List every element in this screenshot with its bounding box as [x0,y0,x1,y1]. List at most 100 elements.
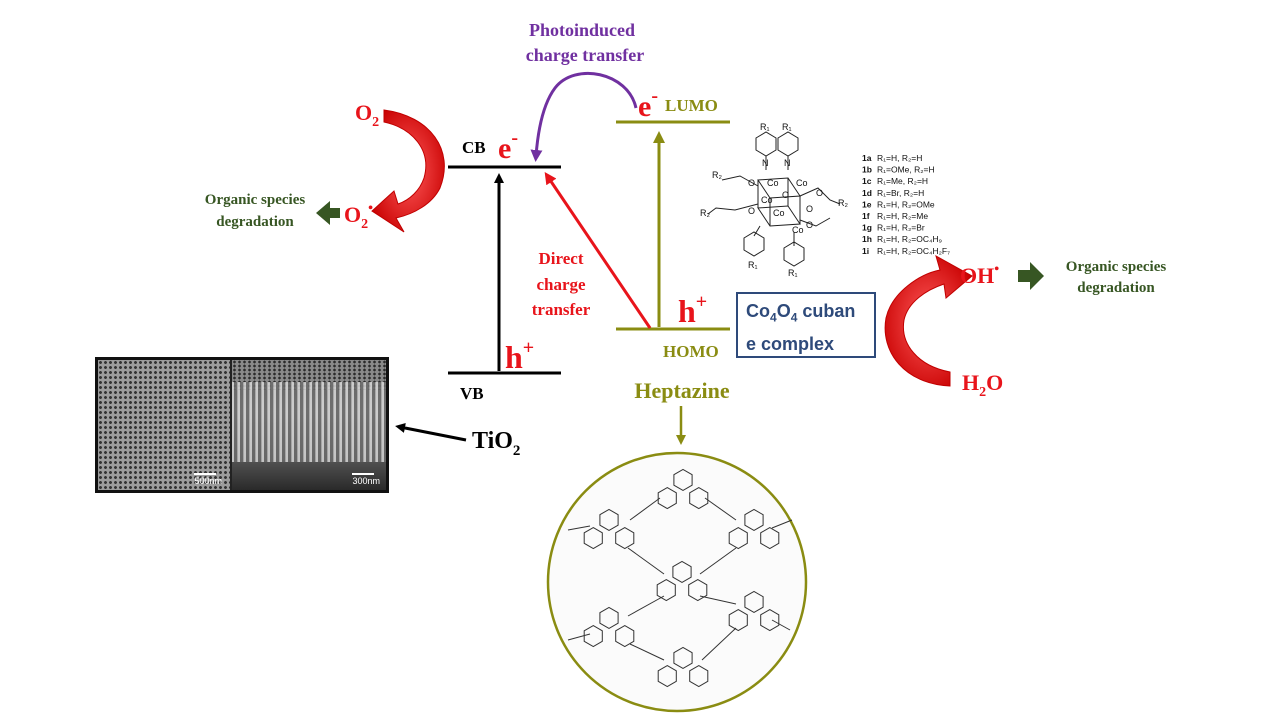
o2-label: O2 [355,100,379,130]
heptazine-ring [672,560,692,583]
tio2-sem-image: 500nm 300nm [95,357,389,493]
heptazine-ring [760,527,780,550]
sem-top-view: 500nm [98,360,230,490]
sem-side-view: 300nm [232,360,386,490]
organic-right-line1: Organic species [1066,259,1167,275]
structure-r2-bottom: R₂ [700,208,710,218]
structure-o-4: O [806,204,813,214]
complex-id-1e: 1e [862,199,872,209]
heptazine-network [567,468,793,688]
lumo-label: LUMO [665,96,718,115]
heptazine-ring [599,606,619,629]
complex-substituents-1h: R₁=H, R₂=OC₄H₉ [877,234,942,244]
complex-id-1b: 1b [862,165,872,175]
o2-radical-label: O2• [344,201,373,232]
structure-n-top-left: N [762,158,769,168]
cb-electron: e- [498,127,518,165]
heptazine-bridge [629,497,661,521]
cubane-structure-labels: R₁ R₁ N N Co Co Co Co Co O O O O O O R₂ … [700,122,848,278]
sem-scale-left: 500nm [194,473,222,486]
structure-co-5: Co [792,225,804,235]
direct-label-line2: charge [536,275,586,294]
cubane-label-line1: Co4O4 cuban [746,301,856,325]
heptazine-ring [728,527,748,550]
heptazine-bridge [771,519,793,529]
complex-id-1f: 1f [862,211,870,221]
organic-right-line2: degradation [1077,280,1155,296]
heptazine-ring [656,579,676,602]
complex-substituents-1a: R₁=H, R₂=H [877,153,922,163]
structure-r1-bottom-right: R₁ [788,268,798,278]
vb-label: VB [460,384,484,403]
heptazine-ring [689,665,709,688]
heptazine-ring [599,508,619,531]
photoinduced-label-line2: charge transfer [526,45,644,65]
organic-left-line2: degradation [216,214,294,230]
photoinduced-label-line1: Photoinduced [529,20,635,40]
structure-o-1: O [748,178,755,188]
photoinduced-arrow [530,72,638,162]
heptazine-bridge [629,643,665,661]
oh-radical-label: OH• [960,262,999,288]
heptazine-label: Heptazine [634,378,730,403]
structure-co-2: Co [796,178,808,188]
heptazine-bridge [771,619,791,631]
heptazine-ring [673,468,693,491]
heptazine-bridge [699,547,737,575]
complex-substituents-1d: R₁=Br, R₂=H [877,188,924,198]
heptazine-bridge [701,627,737,661]
organic-left-line1: Organic species [205,192,306,208]
tio2-pointer-arrow [395,423,467,442]
heptazine-bridge [567,633,591,641]
complex-substituents-1i: R₁=H, R₂=OC₄H₂F₇ [877,246,950,256]
direct-label-line1: Direct [539,249,584,268]
complex-id-1g: 1g [862,223,872,233]
complex-id-1d: 1d [862,188,872,198]
heptazine-ring [744,590,764,613]
structure-r2-left: R₂ [712,170,722,180]
heptazine-bridge [627,595,665,617]
cubane-complex-label: Co4O4 cuban e complex [736,292,876,358]
structure-r1-bottom-left: R₁ [748,260,758,270]
heptazine-bridge [627,547,665,575]
heptazine-ring [728,609,748,632]
structure-r1-top-left: R₁ [760,122,770,132]
complex-substituents-1b: R₁=OMe, R₂=H [877,165,935,175]
heptazine-ring [689,487,709,510]
tio2-label: TiO2 [472,428,520,459]
homo-hole: h+ [678,291,707,329]
heptazine-bridge [704,497,737,521]
structure-o-5: O [806,220,813,230]
heptazine-ring [688,579,708,602]
h2o-oxidation-arrow [884,254,973,387]
structure-co-4: Co [773,208,785,218]
heptazine-ring [615,625,635,648]
heptazine-circle [546,451,808,713]
o2-reduction-arrow [371,109,445,233]
heptazine-ring [760,609,780,632]
heptazine-ring [615,527,635,550]
structure-o-2: O [782,190,789,200]
structure-co-3: Co [761,195,773,205]
complex-substituents-1f: R₁=H, R₂=Me [877,211,928,221]
structure-co-1: Co [767,178,779,188]
heptazine-bridge [567,525,591,531]
vb-hole: h+ [505,337,534,375]
structure-o-3: O [748,206,755,216]
complex-id-1i: 1i [862,246,869,256]
heptazine-bridge [699,595,737,605]
structure-r1-top-right: R₁ [782,122,792,132]
heptazine-ring [583,527,603,550]
heptazine-ring [744,508,764,531]
complex-substituents-1e: R₁=H, R₂=OMe [877,199,935,209]
lumo-electron: e- [638,85,658,123]
complex-id-1a: 1a [862,153,872,163]
homo-label: HOMO [663,342,719,361]
sem-scale-right: 300nm [352,473,380,486]
structure-r2-right: R₂ [838,198,848,208]
complex-substituents-1g: R₁=H, R₂=Br [877,223,925,233]
cb-label: CB [462,138,486,157]
